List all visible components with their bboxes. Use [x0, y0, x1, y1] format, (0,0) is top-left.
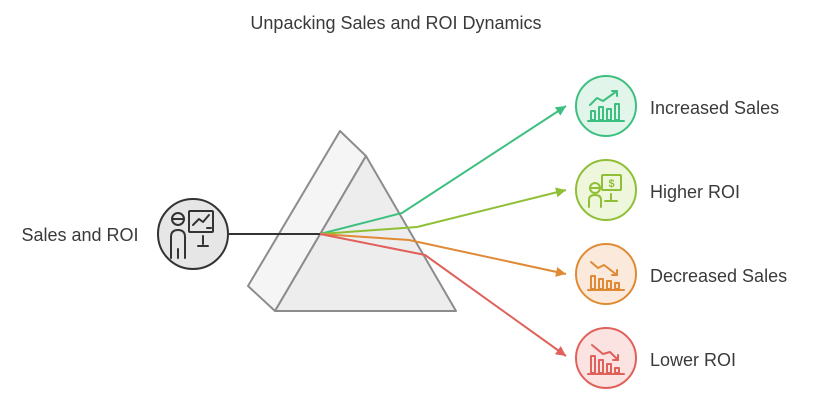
presenter-chart-icon: [170, 210, 214, 259]
output-node-lower-roi: Lower ROI: [575, 327, 736, 389]
output-label-decreased-sales: Decreased Sales: [650, 266, 787, 286]
lower-roi-circle: [575, 327, 637, 389]
ray-increased-sales: [319, 105, 567, 235]
chart-down-icon: [587, 261, 625, 291]
prism: [247, 130, 457, 312]
arrowhead-lower-roi: [554, 346, 566, 356]
output-label-lower-roi: Lower ROI: [650, 350, 736, 370]
arrowhead-decreased-sales: [555, 266, 566, 277]
increased-sales-circle: [575, 75, 637, 137]
chart-down-small-icon: [587, 344, 625, 375]
dollar-sign-glyph: $: [608, 178, 614, 190]
ray-lower-roi: [319, 233, 567, 357]
arrowhead-higher-roi: [555, 187, 566, 198]
arrowhead-increased-sales: [554, 106, 566, 116]
output-label-higher-roi: Higher ROI: [650, 182, 740, 202]
decreased-sales-circle: [575, 243, 637, 305]
diagram-title: Unpacking Sales and ROI Dynamics: [250, 13, 541, 33]
output-label-increased-sales: Increased Sales: [650, 98, 779, 118]
ray-decreased-sales: [319, 233, 567, 275]
source-node: Sales and ROI: [21, 198, 229, 270]
ray-higher-roi: [319, 189, 567, 235]
money-presenter-icon: $: [588, 174, 622, 208]
output-rays: [319, 105, 567, 357]
source-circle: [157, 198, 229, 270]
output-node-decreased-sales: Decreased Sales: [575, 243, 787, 305]
output-node-higher-roi: $ Higher ROI: [575, 159, 740, 221]
source-label: Sales and ROI: [21, 225, 138, 245]
output-node-increased-sales: Increased Sales: [575, 75, 779, 137]
chart-up-icon: [587, 90, 625, 122]
